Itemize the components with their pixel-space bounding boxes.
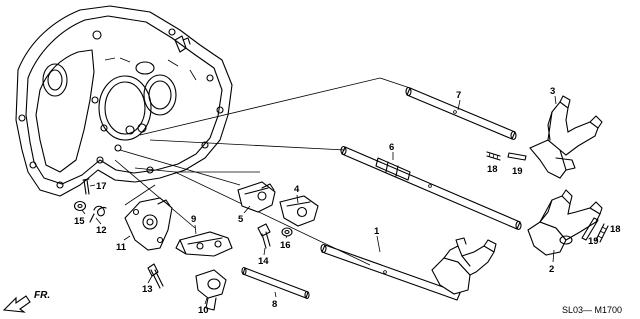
shift-fork-1 xyxy=(431,237,497,295)
bolt-14 xyxy=(257,223,271,249)
shift-fork-2 xyxy=(527,189,603,256)
spring-pin-18a xyxy=(486,151,501,161)
spring-pin-19b xyxy=(581,217,599,241)
washer-15 xyxy=(73,200,87,212)
callout-12: 12 xyxy=(96,225,107,236)
callout-13: 13 xyxy=(142,284,153,295)
shift-rod-7 xyxy=(405,86,517,141)
callout-18-upper: 18 xyxy=(487,164,498,175)
callout-17: 17 xyxy=(96,181,107,192)
drawing-code: SL03— M1700 xyxy=(562,305,622,315)
callout-leaders xyxy=(81,95,557,305)
shift-arm-9 xyxy=(175,231,233,257)
callout-10: 10 xyxy=(198,305,209,316)
callout-6: 6 xyxy=(389,142,394,153)
spring-12 xyxy=(89,205,107,223)
callout-15: 15 xyxy=(74,216,85,227)
callout-16: 16 xyxy=(280,240,291,251)
shift-arm-10 xyxy=(195,269,227,311)
bolt-13 xyxy=(147,263,164,289)
shift-rod-8 xyxy=(241,266,310,300)
callout-9: 9 xyxy=(191,214,196,225)
callout-11: 11 xyxy=(116,242,127,253)
callout-7: 7 xyxy=(456,90,461,101)
shift-rod-6 xyxy=(340,145,522,231)
interlock-assembly-11 xyxy=(124,197,173,251)
transmission-housing xyxy=(15,5,233,197)
callout-18-lower: 18 xyxy=(610,224,621,235)
callout-19-upper: 19 xyxy=(512,166,523,177)
leader-lines xyxy=(114,77,411,266)
front-arrow-label: FR. xyxy=(34,290,50,301)
shift-piece-5 xyxy=(237,181,276,213)
callout-3: 3 xyxy=(550,86,555,97)
front-direction-arrow: FR. xyxy=(2,290,50,313)
shift-rod-1 xyxy=(320,243,461,301)
shift-fork-3 xyxy=(529,95,603,179)
callout-2: 2 xyxy=(549,264,554,275)
callout-5: 5 xyxy=(238,214,244,225)
callout-8: 8 xyxy=(272,299,277,310)
callout-1: 1 xyxy=(374,226,380,237)
pin-17 xyxy=(82,178,90,195)
callout-4: 4 xyxy=(294,184,300,195)
washer-16 xyxy=(281,227,293,237)
spring-pin-18b xyxy=(595,223,609,243)
shift-piece-4 xyxy=(279,195,319,227)
spring-pin-19a xyxy=(507,152,527,161)
callout-numbers: 1 2 3 4 5 6 7 8 9 10 11 12 13 14 15 16 1… xyxy=(74,86,621,316)
callout-19-lower: 19 xyxy=(588,236,599,247)
callout-14: 14 xyxy=(258,256,269,267)
